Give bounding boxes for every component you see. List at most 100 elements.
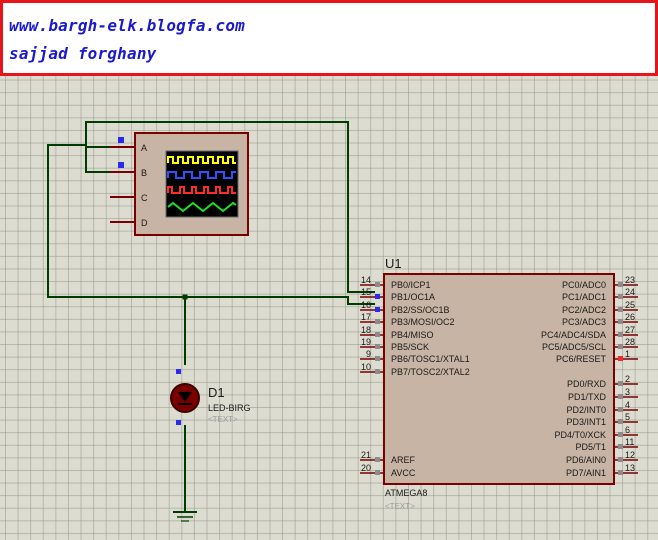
trace-green: [167, 201, 237, 213]
u1-pin-marker[interactable]: [375, 356, 380, 361]
u1-pin-name: PC4/ADC4/SDA: [541, 330, 606, 340]
ground-symbol: [173, 511, 197, 522]
u1-pin-number: 20: [361, 463, 371, 473]
u1-pin-marker[interactable]: [618, 332, 623, 337]
d1-text-placeholder: <TEXT>: [208, 415, 238, 424]
u1-pin-number: 23: [625, 275, 635, 285]
u1-pin-marker[interactable]: [618, 381, 623, 386]
u1-pin-marker[interactable]: [618, 307, 623, 312]
u1-pin-name: PB2/SS/OC1B: [391, 305, 450, 315]
u1-part-label: ATMEGA8: [385, 488, 427, 498]
wire-scope-b: [47, 144, 375, 305]
u1-pin-number: 6: [625, 425, 630, 435]
u1-pin-name: PD3/INT1: [566, 417, 606, 427]
u1-pin-number: 2: [625, 374, 630, 384]
u1-pin-marker[interactable]: [618, 432, 623, 437]
u1-pin-name: PC1/ADC1: [562, 292, 606, 302]
led-pin-bottom[interactable]: [176, 420, 181, 425]
u1-pin-number: 16: [361, 300, 371, 310]
u1-pin-number: 4: [625, 400, 630, 410]
u1-pin-name: PB1/OC1A: [391, 292, 435, 302]
trace-blue: [167, 171, 236, 179]
u1-text-placeholder: <TEXT>: [385, 502, 415, 511]
u1-pin-number: 12: [625, 450, 635, 460]
u1-pin-name: PB0/ICP1: [391, 280, 431, 290]
u1-pin-number: 13: [625, 463, 635, 473]
u1-pin-name: PC3/ADC3: [562, 317, 606, 327]
u1-pin-name: PD4/T0/XCK: [554, 430, 606, 440]
u1-pin-name: PC2/ADC2: [562, 305, 606, 315]
u1-pin-number: 17: [361, 312, 371, 322]
u1-pin-marker[interactable]: [375, 457, 380, 462]
u1-pin-number: 18: [361, 325, 371, 335]
u1-pin-number: 25: [625, 300, 635, 310]
u1-pin-number: 9: [366, 349, 371, 359]
scope-pin-label-a: A: [141, 143, 147, 153]
u1-pin-name: AVCC: [391, 468, 416, 478]
u1-pin-name: PD7/AIN1: [566, 468, 606, 478]
oscilloscope[interactable]: A B C D: [110, 132, 249, 236]
u1-pin-name: PD1/TXD: [568, 392, 607, 402]
u1-pin-name: PB5/SCK: [391, 342, 429, 352]
trace-red: [167, 186, 236, 194]
u1-pin-name: PD6/AIN0: [566, 455, 606, 465]
u1-pin-number: 5: [625, 412, 630, 422]
u1-pin-number: 27: [625, 325, 635, 335]
u1-pin-number: 24: [625, 287, 635, 297]
u1-pin-marker[interactable]: [375, 470, 380, 475]
u1-pin-number: 19: [361, 337, 371, 347]
u1-pin-marker[interactable]: [375, 282, 380, 287]
u1-pin-number: 10: [361, 362, 371, 372]
u1-pin-name: PC0/ADC0: [562, 280, 606, 290]
u1-pin-marker[interactable]: [618, 319, 623, 324]
u1-pin-marker[interactable]: [375, 319, 380, 324]
wires: [47, 121, 375, 512]
u1-pin-name: PB7/TOSC2/XTAL2: [391, 367, 470, 377]
scope-pin-marker-b[interactable]: [118, 162, 124, 168]
u1-pin-number: 14: [361, 275, 371, 285]
u1-pin-marker[interactable]: [618, 282, 623, 287]
u1-pin-marker[interactable]: [375, 332, 380, 337]
atmega8-body[interactable]: [383, 273, 615, 485]
u1-pin-marker[interactable]: [618, 407, 623, 412]
led-pin-top[interactable]: [176, 369, 181, 374]
u1-pin-name: PC5/ADC5/SCL: [542, 342, 606, 352]
scope-pin-label-d: D: [141, 218, 148, 228]
u1-pin-marker[interactable]: [618, 394, 623, 399]
scope-pin-marker-a[interactable]: [118, 137, 124, 143]
banner-author: sajjad forghany: [9, 44, 157, 63]
u1-pin-name: PD2/INT0: [566, 405, 606, 415]
u1-pin-marker[interactable]: [618, 470, 623, 475]
u1-pin-marker[interactable]: [375, 294, 380, 299]
u1-pin-number: 1: [625, 349, 630, 359]
u1-pin-number: 28: [625, 337, 635, 347]
u1-pin-number: 26: [625, 312, 635, 322]
d1-ref-label: D1: [208, 385, 225, 400]
u1-pin-name: PD5/T1: [575, 442, 606, 452]
junction-dot: [182, 294, 188, 300]
trace-yellow: [167, 156, 236, 164]
u1-pin-marker[interactable]: [375, 307, 380, 312]
banner-website: www.bargh-elk.blogfa.com: [9, 16, 245, 35]
u1-pin-marker[interactable]: [375, 344, 380, 349]
u1-pin-marker[interactable]: [618, 356, 623, 361]
u1-pin-marker[interactable]: [618, 457, 623, 462]
u1-pin-marker[interactable]: [375, 369, 380, 374]
u1-pin-number: 21: [361, 450, 371, 460]
wire-scope-a: [85, 121, 375, 293]
scope-pin-label-c: C: [141, 193, 148, 203]
u1-pin-marker[interactable]: [618, 444, 623, 449]
led-d1[interactable]: D1 LED-BIRG <TEXT>: [170, 369, 251, 425]
u1-pin-marker[interactable]: [618, 419, 623, 424]
scope-pin-label-b: B: [141, 168, 147, 178]
u1-pin-marker[interactable]: [618, 294, 623, 299]
u1-pin-name: AREF: [391, 455, 416, 465]
title-banner: www.bargh-elk.blogfa.com sajjad forghany: [0, 0, 658, 76]
u1-pin-marker[interactable]: [618, 344, 623, 349]
u1-pin-number: 11: [625, 437, 634, 447]
u1-ref-label: U1: [385, 256, 402, 271]
u1-pin-name: PB3/MOSI/OC2: [391, 317, 455, 327]
